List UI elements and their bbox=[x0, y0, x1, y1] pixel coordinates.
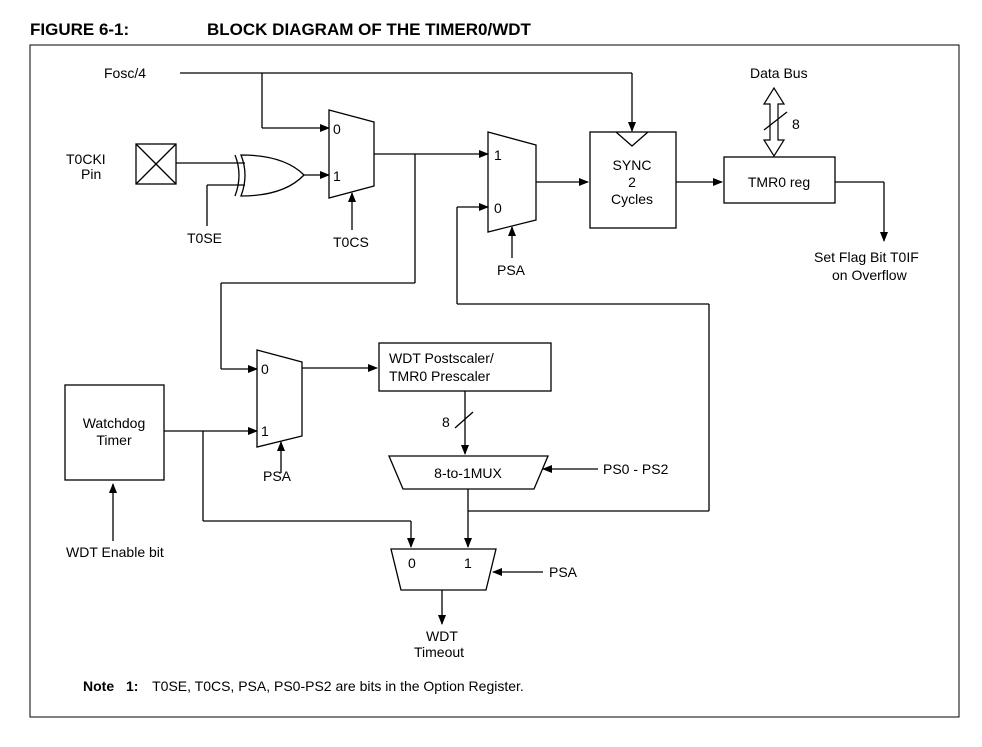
figure-title: BLOCK DIAGRAM OF THE TIMER0/WDT bbox=[207, 20, 531, 39]
sync-label-3: Cycles bbox=[611, 191, 653, 207]
data-bus-label: Data Bus bbox=[750, 65, 808, 81]
postscaler-label-1: WDT Postscaler/ bbox=[389, 350, 494, 366]
bus-width-label: 8 bbox=[792, 116, 800, 132]
mux3-psa bbox=[256, 349, 303, 448]
mux2-psa bbox=[487, 131, 537, 233]
bus-width-slash bbox=[763, 111, 788, 131]
fosc-label: Fosc/4 bbox=[104, 65, 146, 81]
psa-bottom-label: PSA bbox=[549, 564, 578, 580]
mux4-input-0: 0 bbox=[408, 555, 416, 571]
xor-gate-body bbox=[240, 154, 305, 197]
overflow-label-2: on Overflow bbox=[832, 267, 908, 283]
mux2-input-1: 1 bbox=[494, 147, 502, 163]
mux1-t0cs bbox=[328, 109, 375, 199]
overflow-label-1: Set Flag Bit T0IF bbox=[814, 249, 919, 265]
t0cs-label: T0CS bbox=[333, 234, 369, 250]
postscaler-label-2: TMR0 Prescaler bbox=[389, 368, 490, 384]
psa-mid-label: PSA bbox=[263, 468, 292, 484]
t0cki-pin-label: Pin bbox=[81, 166, 101, 182]
t0se-label: T0SE bbox=[187, 230, 222, 246]
mux3-input-1: 1 bbox=[261, 423, 269, 439]
t0cki-label: T0CKI bbox=[66, 151, 106, 167]
prescaler-width-slash bbox=[454, 411, 474, 429]
mux4-psa bbox=[390, 548, 497, 591]
mux4-input-1: 1 bbox=[464, 555, 472, 571]
mux1-input-0: 0 bbox=[333, 121, 341, 137]
tmr0-label: TMR0 reg bbox=[748, 174, 810, 190]
figure-number: FIGURE 6-1: bbox=[30, 20, 130, 39]
watchdog-block bbox=[64, 384, 165, 481]
mux2-input-0: 0 bbox=[494, 200, 502, 216]
sync-block bbox=[589, 131, 677, 229]
figure-frame bbox=[29, 44, 960, 718]
sync-label-2: 2 bbox=[628, 174, 636, 190]
note-text: T0SE, T0CS, PSA, PS0-PS2 are bits in the… bbox=[152, 678, 524, 694]
sync-clock-notch bbox=[615, 131, 649, 147]
mux1-input-1: 1 bbox=[333, 168, 341, 184]
tmr0-block bbox=[723, 156, 836, 204]
footnote: Note 1: T0SE, T0CS, PSA, PS0-PS2 are bit… bbox=[83, 678, 524, 694]
xor-gate-back bbox=[234, 154, 240, 197]
note-label: Note bbox=[83, 678, 115, 694]
mux8-block bbox=[388, 455, 549, 490]
watchdog-label-1: Watchdog bbox=[83, 415, 146, 431]
psa-top-label: PSA bbox=[497, 262, 526, 278]
data-bus-arrow bbox=[762, 86, 786, 158]
ps0-ps2-label: PS0 - PS2 bbox=[603, 461, 669, 477]
note-number: 1: bbox=[126, 678, 139, 694]
wdt-timeout-label-1: WDT bbox=[426, 628, 458, 644]
sync-label-1: SYNC bbox=[613, 157, 652, 173]
wdt-enable-label: WDT Enable bit bbox=[66, 544, 164, 560]
mux8-label: 8-to-1MUX bbox=[434, 465, 502, 481]
wdt-timeout-label-2: Timeout bbox=[414, 644, 464, 660]
t0cki-pin-box bbox=[135, 143, 177, 185]
watchdog-label-2: Timer bbox=[96, 432, 132, 448]
mux3-input-0: 0 bbox=[261, 361, 269, 377]
prescaler-width-label: 8 bbox=[442, 414, 450, 430]
